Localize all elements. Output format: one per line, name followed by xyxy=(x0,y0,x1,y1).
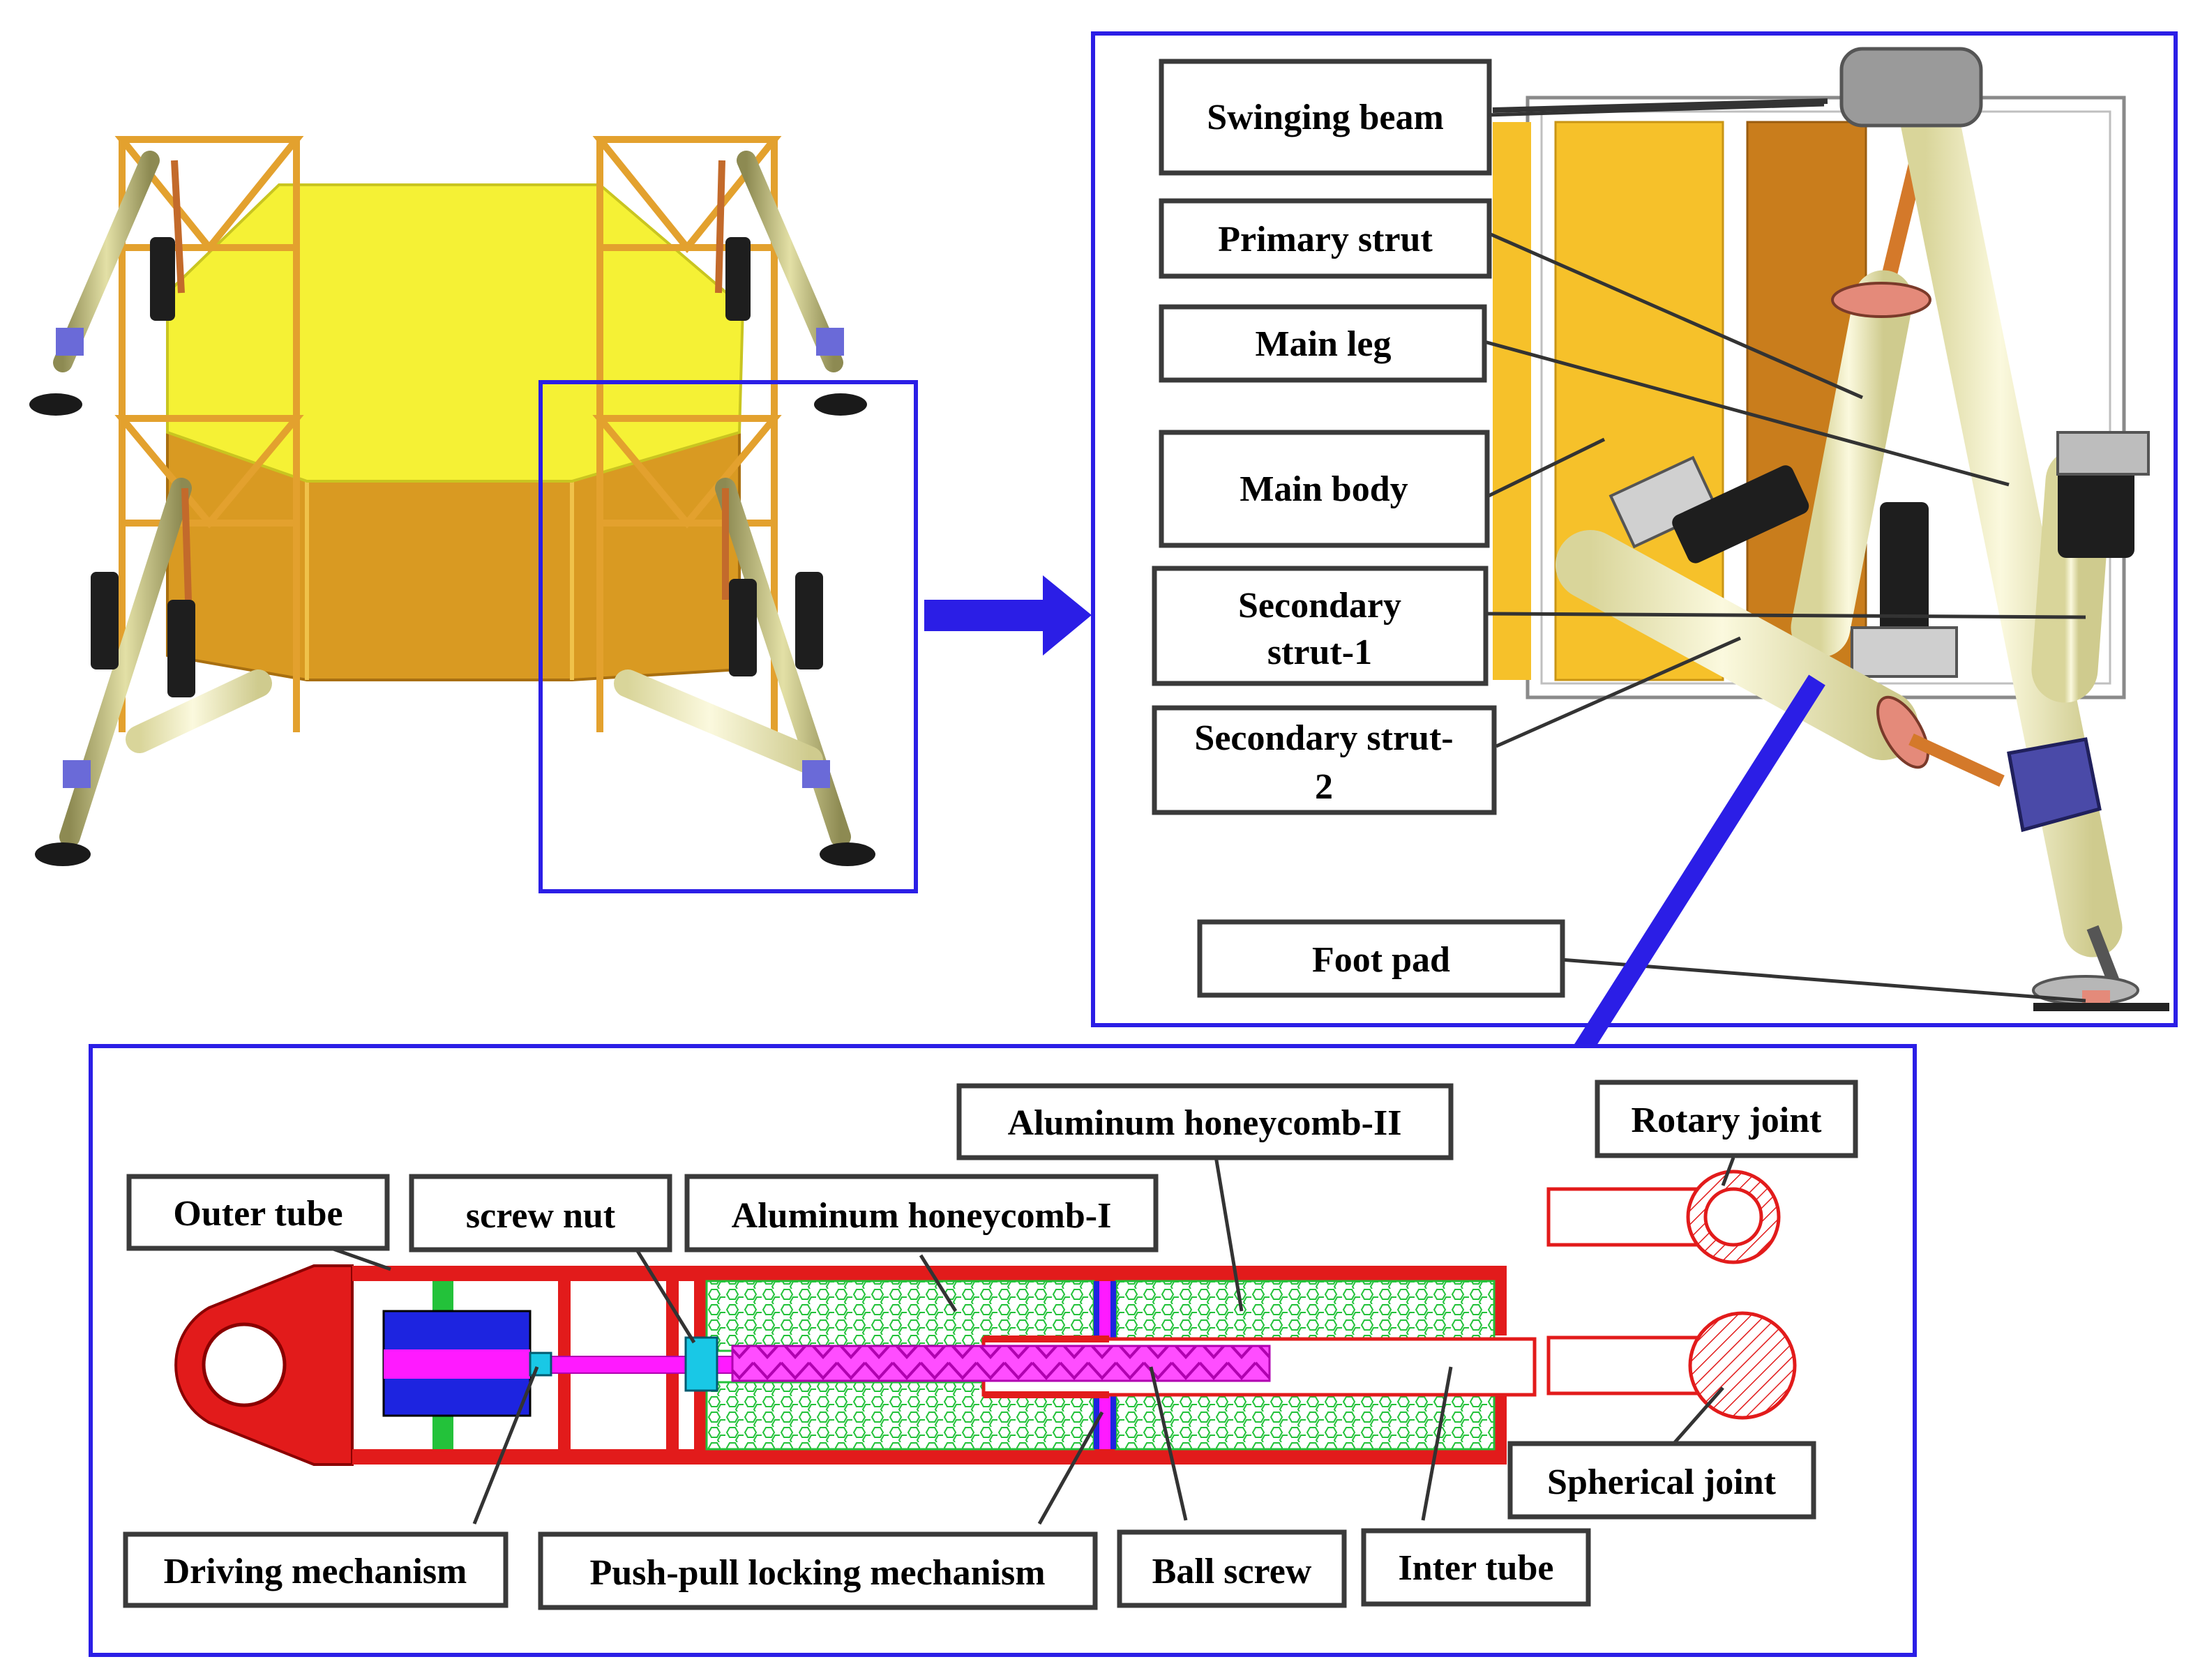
svg-text:Aluminum honeycomb-II: Aluminum honeycomb-II xyxy=(1008,1103,1402,1143)
strut-section-panel: Aluminum honeycomb-II Rotary joint Outer… xyxy=(89,1044,1917,1657)
svg-text:2: 2 xyxy=(1315,767,1333,807)
label-aluminum-honeycomb-2: Aluminum honeycomb-II xyxy=(956,1083,1454,1160)
svg-text:Spherical joint: Spherical joint xyxy=(1547,1462,1777,1502)
label-primary-strut: Primary strut xyxy=(1159,198,1492,279)
secondary-strut-2-shape xyxy=(1556,530,1918,760)
svg-text:Inter tube: Inter tube xyxy=(1399,1548,1554,1588)
label-rotary-joint: Rotary joint xyxy=(1595,1080,1858,1158)
truss-frames xyxy=(114,136,782,732)
lander-foot-pads xyxy=(29,393,875,866)
svg-text:Push-pull locking mechanism: Push-pull locking mechanism xyxy=(589,1553,1045,1593)
lander-legs xyxy=(53,151,851,847)
leg-callout-lines xyxy=(1484,103,2086,1003)
screw-nut-shape xyxy=(684,1336,718,1392)
leg-detail-panel: Swinging beam Primary strut Main leg Mai… xyxy=(1091,31,2178,1027)
label-aluminum-honeycomb-1: Aluminum honeycomb-I xyxy=(684,1174,1159,1253)
label-push-pull-locking-mechanism: Push-pull locking mechanism xyxy=(538,1531,1098,1610)
svg-text:Secondary strut-: Secondary strut- xyxy=(1194,718,1453,758)
label-screw-nut: screw nut xyxy=(409,1174,672,1253)
foot-pad-shape xyxy=(2033,1003,2169,1011)
spherical-joint-shape xyxy=(1546,1311,1797,1420)
svg-text:screw nut: screw nut xyxy=(466,1196,616,1236)
arrow-right-icon xyxy=(924,575,1092,656)
svg-text:Rotary joint: Rotary joint xyxy=(1632,1100,1823,1140)
main-body-top xyxy=(166,183,745,483)
label-ball-screw: Ball screw xyxy=(1117,1529,1347,1608)
label-secondary-strut-2: Secondary strut- 2 xyxy=(1152,705,1497,815)
label-driving-mechanism: Driving mechanism xyxy=(123,1531,509,1608)
label-main-leg: Main leg xyxy=(1159,304,1487,383)
svg-text:Outer tube: Outer tube xyxy=(173,1194,342,1234)
svg-text:Swinging beam: Swinging beam xyxy=(1207,98,1444,137)
zoom-highlight-box xyxy=(538,380,918,893)
ball-screw-shape xyxy=(731,1345,1271,1382)
label-secondary-strut-1: Secondary strut-1 xyxy=(1152,566,1489,686)
label-inter-tube: Inter tube xyxy=(1361,1528,1591,1607)
label-outer-tube: Outer tube xyxy=(126,1174,390,1251)
outer-tube-shape xyxy=(174,1264,1507,1466)
label-spherical-joint: Spherical joint xyxy=(1507,1441,1816,1520)
primary-strut-shape xyxy=(1791,270,1913,658)
svg-text:Ball screw: Ball screw xyxy=(1152,1552,1312,1591)
label-foot-pad: Foot pad xyxy=(1197,919,1565,998)
svg-text:strut-1: strut-1 xyxy=(1267,633,1372,672)
rotary-joint-shape xyxy=(1546,1170,1781,1264)
label-main-body: Main body xyxy=(1159,430,1490,548)
svg-text:Secondary: Secondary xyxy=(1238,586,1401,626)
label-swinging-beam: Swinging beam xyxy=(1159,59,1492,176)
svg-text:Aluminum honeycomb-I: Aluminum honeycomb-I xyxy=(732,1196,1112,1236)
body-panel-1 xyxy=(1493,122,1531,680)
lander-overview xyxy=(29,136,918,893)
svg-text:Primary strut: Primary strut xyxy=(1218,220,1433,259)
svg-text:Main body: Main body xyxy=(1240,469,1408,509)
svg-text:Driving mechanism: Driving mechanism xyxy=(164,1552,467,1591)
svg-text:Foot pad: Foot pad xyxy=(1312,940,1450,980)
svg-text:Main leg: Main leg xyxy=(1256,324,1392,364)
